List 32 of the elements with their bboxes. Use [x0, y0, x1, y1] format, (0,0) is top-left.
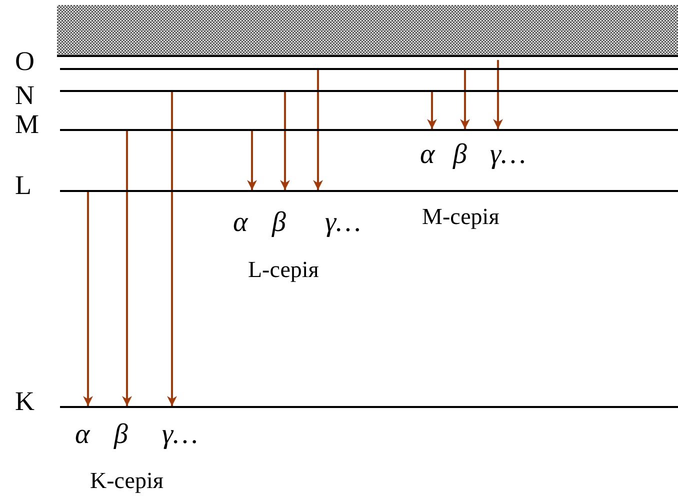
- line-label: β: [114, 421, 128, 449]
- line-label: α: [233, 209, 248, 237]
- line-label: α: [420, 141, 435, 169]
- transition-arrow: [247, 131, 257, 190]
- line-label: γ…: [162, 421, 198, 449]
- series-label: L-серія: [248, 258, 319, 281]
- level-label: O: [15, 48, 34, 75]
- level-label: M: [15, 111, 40, 138]
- transition-arrow: [280, 92, 290, 190]
- transition-arrow: [427, 92, 437, 129]
- series-label: K-серія: [90, 469, 164, 492]
- energy-level-line: [60, 68, 678, 70]
- level-label: L: [15, 172, 32, 199]
- transition-arrow: [493, 60, 503, 129]
- line-label: β: [453, 141, 467, 169]
- hatched-band: [57, 5, 678, 57]
- transition-arrow: [460, 70, 470, 129]
- line-label: β: [272, 209, 286, 237]
- transition-arrow: [83, 192, 93, 406]
- transition-arrow: [313, 70, 323, 190]
- transition-arrow: [122, 131, 132, 406]
- level-label: N: [15, 82, 34, 109]
- level-label: K: [15, 388, 34, 415]
- series-label: M-серія: [422, 205, 500, 228]
- energy-level-line: [60, 90, 678, 92]
- line-label: α: [75, 421, 90, 449]
- transition-arrow: [167, 92, 177, 406]
- energy-level-line: [60, 406, 678, 408]
- energy-level-line: [60, 129, 678, 131]
- line-label: γ…: [325, 209, 361, 237]
- line-label: γ…: [490, 141, 526, 169]
- energy-level-line: [60, 190, 678, 192]
